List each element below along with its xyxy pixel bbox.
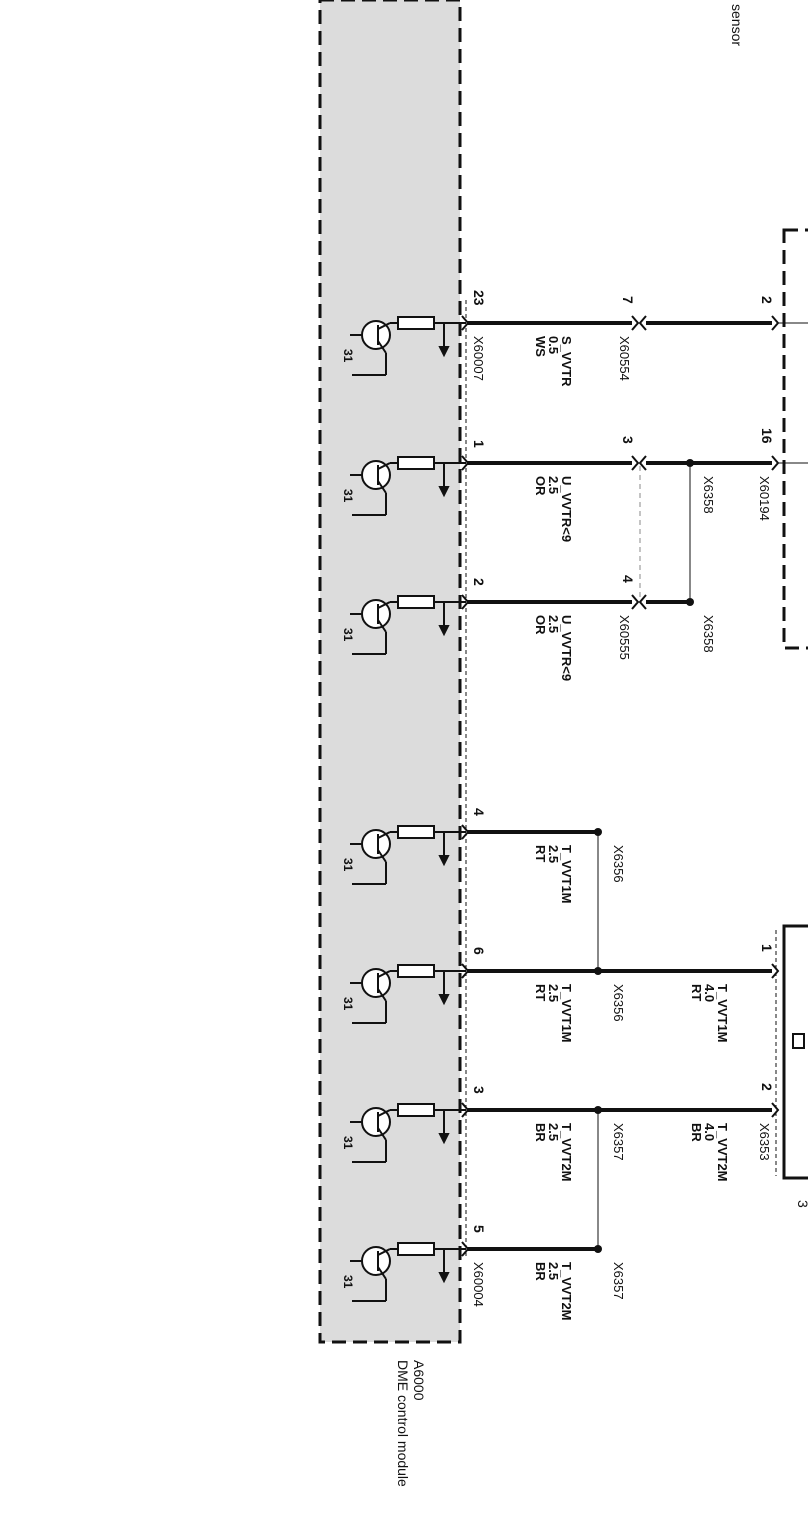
ground-label: 31 (341, 1136, 355, 1150)
wire-signal: T_VVT1M (559, 845, 574, 904)
ground-label: 31 (341, 349, 355, 363)
wire-gauge: 0.5 (546, 336, 561, 354)
wire-gauge: 2.5 (546, 476, 561, 494)
connector-x60554: X60554 (617, 336, 632, 381)
ground-label: 31 (341, 489, 355, 503)
mid-pin: 7 (620, 296, 636, 304)
splice-dots (594, 459, 694, 1253)
module-pin: 3 (471, 1086, 487, 1094)
wire-gauge: 2.5 (546, 845, 561, 863)
connector-x6353: X6353 (757, 1123, 772, 1161)
module-id: A6000 (411, 1360, 427, 1401)
splice-x6358: X6358 (701, 615, 716, 653)
ground-label: 31 (341, 997, 355, 1011)
mid-pin: 4 (620, 575, 636, 583)
wire-gauge: 2.5 (546, 615, 561, 633)
pin-symbols (461, 315, 780, 1257)
wire-color: RT (533, 845, 548, 862)
wires (466, 321, 808, 1251)
wire-color: BR (533, 1123, 548, 1142)
connector-x60007: X60007 (471, 336, 486, 381)
wire-color: OR (533, 476, 548, 496)
wire-gauge: 4.0 (702, 984, 717, 1002)
wire-signal: T_VVT2M (559, 1123, 574, 1182)
wire-color: OR (533, 615, 548, 635)
wire-color: BR (533, 1262, 548, 1281)
wire-signal: T_VVT1M (715, 984, 730, 1043)
splice-x6356: X6356 (611, 984, 626, 1022)
wire-gauge: 2.5 (546, 1262, 561, 1280)
far-pin: 2 (759, 296, 775, 304)
module-pin: 23 (471, 290, 487, 306)
wire-color: BR (689, 1123, 704, 1142)
wire-signal: S_VVTR (559, 336, 574, 387)
wire-gauge: 2.5 (546, 1123, 561, 1141)
splice-x6358: X6358 (701, 476, 716, 514)
wire-signal: T_VVT1M (559, 984, 574, 1043)
wire-color: RT (533, 984, 548, 1001)
module-pin: 5 (471, 1225, 487, 1233)
module-pin: 4 (471, 808, 487, 816)
connector-x60004: X60004 (471, 1262, 486, 1307)
far-pin: 2 (759, 1083, 775, 1091)
module-pin: 2 (471, 578, 487, 586)
wire-color: RT (689, 984, 704, 1001)
connector-box-lower (782, 924, 808, 1180)
wire-signal: T_VVT2M (559, 1262, 574, 1321)
ground-labels: 31 31 31 31 31 31 31 (341, 349, 355, 1289)
connector-x6353-symbol (792, 1033, 805, 1049)
far-pin: 16 (759, 428, 775, 444)
connector-x60194: X60194 (757, 476, 772, 521)
driver-circuits (350, 316, 466, 1302)
mid-pin: 3 (620, 436, 636, 444)
wire-gauge: 4.0 (702, 1123, 717, 1141)
splice-x6357: X6357 (611, 1262, 626, 1300)
splice-x6357: X6357 (611, 1123, 626, 1161)
wire-labels: S_VVTR 0.5 WS U_VVTR<9 2.5 OR U_VVTR<9 2… (533, 336, 730, 1321)
module-pin-numbers: 23 1 2 4 6 3 5 (471, 290, 487, 1233)
sensor-label-fragment: sensor (729, 4, 745, 46)
ground-label: 31 (341, 628, 355, 642)
module-name: DME control module (395, 1360, 411, 1487)
connector-box-upper (782, 228, 808, 650)
wire-color: WS (533, 336, 548, 357)
ground-label: 31 (341, 1275, 355, 1289)
wire-signal: U_VVTR<9 (559, 476, 574, 542)
dme-module-box (318, 0, 462, 1344)
splice-lines (597, 463, 691, 1249)
module-pin: 6 (471, 947, 487, 955)
ground-label: 31 (341, 858, 355, 872)
connector-x60555: X60555 (617, 615, 632, 660)
wire-signal: T_VVT2M (715, 1123, 730, 1182)
splice-x6356: X6356 (611, 845, 626, 883)
module-pin: 1 (471, 440, 487, 448)
wire-signal: U_VVTR<9 (559, 615, 574, 681)
far-pin: 1 (759, 944, 775, 952)
wire-gauge: 2.5 (546, 984, 561, 1002)
bottom-right-fragment: 3 (795, 1200, 808, 1208)
